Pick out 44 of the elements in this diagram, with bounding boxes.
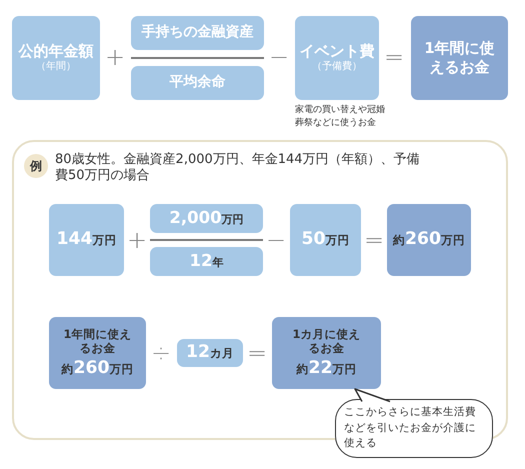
term-box [12, 16, 100, 100]
term-note: （年間） [36, 61, 76, 74]
note-text: 家電の買い替えや冠婚葬祭などに使うお金 [295, 104, 385, 130]
amount-label: 12年 [190, 251, 224, 272]
amount-label: 約260万円 [392, 229, 465, 251]
amount-label: 約22万円 [296, 358, 356, 380]
denominator-box [150, 247, 263, 276]
result-label: 1カ月に使えるお金 [291, 326, 362, 356]
term-box [295, 16, 379, 100]
amount-label: 約260万円 [61, 358, 134, 380]
result-box [272, 317, 381, 389]
equals-sign: = [364, 228, 384, 252]
term-box [49, 204, 124, 276]
term-box [177, 339, 243, 367]
denominator-box [131, 66, 264, 100]
example-badge [24, 154, 48, 178]
term-label: 手持ちの金融資産 [142, 24, 254, 42]
amount-label: 2,000万円 [169, 208, 244, 229]
minus-sign: − [268, 45, 290, 69]
term-label: イベント費 [300, 42, 374, 60]
callout-text: ここからさらに基本生活費などを引いたお金が介護に使える [344, 404, 477, 452]
numerator-box [150, 204, 263, 233]
numerator-box [131, 16, 264, 50]
plus-sign: + [126, 228, 148, 252]
result-box [49, 317, 146, 389]
amount-label: 50万円 [301, 229, 350, 251]
plus-sign: + [104, 45, 126, 69]
term-note: （予備費） [312, 61, 362, 74]
callout-tail [354, 388, 391, 402]
term-label: 平均余命 [170, 74, 226, 92]
result-box [411, 16, 508, 100]
example-label: 例 [30, 158, 42, 174]
result-label: 1年間に使えるお金 [62, 326, 132, 356]
term-label: 公的年金額 [18, 42, 94, 61]
amount-label: 144万円 [56, 229, 116, 251]
amount-label: 12カ月 [186, 342, 234, 364]
minus-sign: − [266, 228, 286, 252]
example-text: 80歳女性。金融資産2,000万円、年金144万円（年額）、予備費50万円の場合 [55, 152, 421, 184]
equals-sign: = [246, 341, 268, 365]
term-box [290, 204, 361, 276]
equals-sign: = [384, 45, 404, 69]
result-box [387, 204, 471, 276]
result-label: 1年間に使えるお金 [423, 39, 496, 77]
division-sign: ÷ [150, 341, 172, 365]
